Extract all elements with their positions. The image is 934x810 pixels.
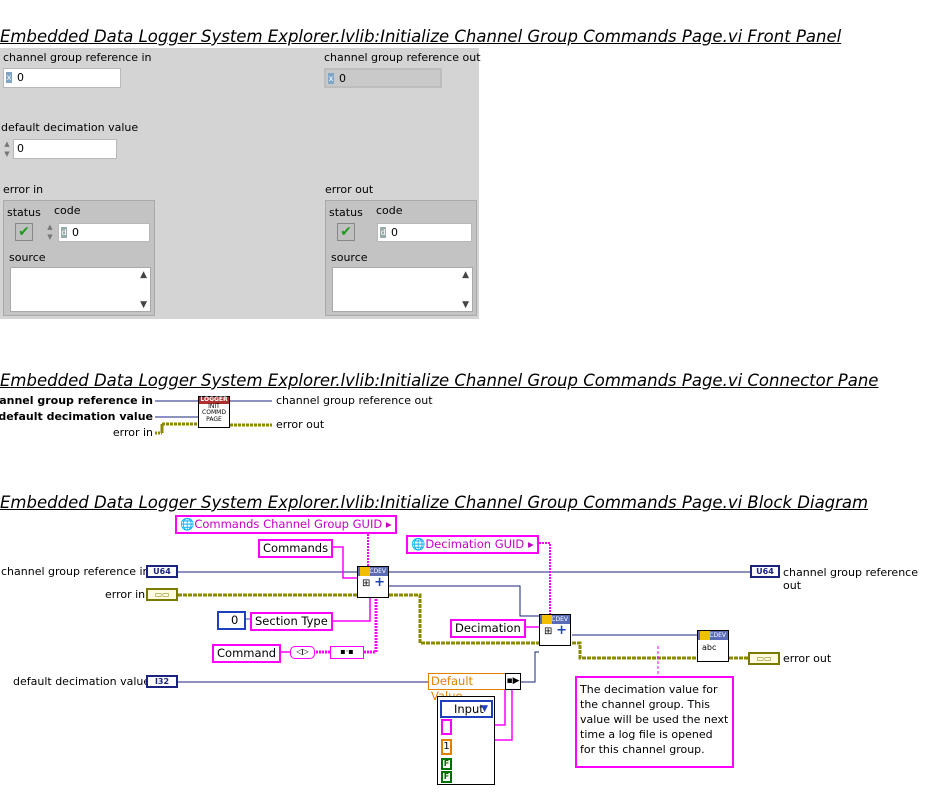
cp-output-1: channel group reference out xyxy=(276,394,433,407)
enum-value: Input xyxy=(454,702,484,716)
format-icon: ◁▷ xyxy=(290,646,315,659)
empty-string-const[interactable] xyxy=(441,719,452,735)
globe-icon: 🌐 xyxy=(411,537,426,551)
error-in-label: error in xyxy=(3,183,44,196)
error-in-status-checkbox[interactable]: ✔ xyxy=(15,223,33,241)
bd-chan-in-terminal[interactable]: U64 xyxy=(146,565,178,578)
plus-icon: + xyxy=(556,623,567,638)
error-in-code-value: 0 xyxy=(72,226,79,239)
icon-line-2: INIT xyxy=(208,402,220,410)
input-cluster: Input ▼ 1 F F xyxy=(437,696,495,785)
input-enum[interactable]: Input ▼ xyxy=(440,700,493,718)
dropdown-arrow-icon: ▼ xyxy=(481,704,488,714)
decimation-guid-const[interactable]: 🌐Decimation GUID ▸ xyxy=(406,535,539,554)
bd-error-in-terminal[interactable]: ▭▭ xyxy=(146,588,178,601)
default-value-node[interactable]: Default Value xyxy=(428,673,506,703)
error-in-status-label: status xyxy=(7,206,41,219)
channel-out-value: 0 xyxy=(339,72,346,85)
commands-const[interactable]: Commands xyxy=(258,539,334,558)
bd-default-dec-terminal[interactable]: I32 xyxy=(146,675,178,688)
channel-in-control[interactable]: x 0 xyxy=(3,68,121,88)
decimation-value: 0 xyxy=(17,142,24,155)
decimation-const[interactable]: Decimation xyxy=(450,619,526,638)
decimation-comment: The decimation value for the channel gro… xyxy=(575,676,734,768)
add-command-subvi-2[interactable]: CDEV ⊞ + xyxy=(539,614,571,646)
icon-line-1: LOGGER xyxy=(199,396,229,404)
bd-error-in-label: error in xyxy=(105,588,146,601)
error-out-code-indicator: d 0 xyxy=(377,223,472,242)
cp-output-2: error out xyxy=(276,418,325,431)
scroll-up-icon[interactable]: ▲ xyxy=(140,270,147,280)
section-type-num-const[interactable]: 0 xyxy=(217,611,246,630)
one-const[interactable]: 1 xyxy=(441,739,452,755)
cp-input-3: error in xyxy=(112,426,153,439)
decimation-input[interactable]: 0 xyxy=(13,139,117,159)
tree-icon: ⊞ xyxy=(544,626,553,637)
commands-guid-const[interactable]: 🌐Commands Channel Group GUID ▸ xyxy=(175,515,397,534)
channel-in-label: channel group reference in xyxy=(3,51,152,64)
abc-text: abc xyxy=(702,643,717,652)
connector-icon: LOGGER INIT COMMD PAGE xyxy=(198,396,230,428)
icon-line-3: COMMD xyxy=(202,409,226,416)
cp-input-2: default decimation value xyxy=(0,410,153,423)
tree-icon: ⊞ xyxy=(362,578,371,589)
error-out-source-label: source xyxy=(331,251,368,264)
connector-pane-title: Embedded Data Logger System Explorer.lvl… xyxy=(0,371,879,390)
error-out-code-value: 0 xyxy=(391,226,398,239)
bd-error-out-terminal[interactable]: ▭▭ xyxy=(748,652,780,665)
set-default-subvi[interactable]: CDEV abc xyxy=(697,630,729,662)
subvi-header: CDEV xyxy=(358,567,388,576)
error-out-status-label: status xyxy=(329,206,363,219)
error-out-cluster: status code ✔ d 0 source ▲ ▼ xyxy=(325,200,477,316)
channel-out-indicator: x 0 xyxy=(324,68,442,88)
block-diagram-title: Embedded Data Logger System Explorer.lvl… xyxy=(0,493,869,512)
globe-icon: 🌐 xyxy=(180,517,195,531)
i32-icon: d xyxy=(61,227,67,238)
decimation-spinner[interactable]: ▲▼ xyxy=(4,140,10,158)
error-in-code-spinner[interactable]: ▲▼ xyxy=(47,223,53,241)
bd-chan-out-terminal[interactable]: U64 xyxy=(750,565,780,578)
channel-out-label: channel group reference out xyxy=(324,51,481,64)
decimation-label: default decimation value xyxy=(1,121,139,134)
bd-chan-in-label: channel group reference in xyxy=(1,565,150,578)
connector-wires xyxy=(155,400,272,435)
error-in-code-label: code xyxy=(54,204,81,217)
refnum-icon: x xyxy=(6,72,12,83)
front-panel: channel group reference in x 0 channel g… xyxy=(0,48,481,319)
channel-in-value: 0 xyxy=(17,71,24,84)
error-out-status-led: ✔ xyxy=(337,223,355,241)
bd-chan-out-label: channel group reference out xyxy=(783,566,918,592)
error-out-source-indicator: ▲ ▼ xyxy=(332,267,473,312)
command-const[interactable]: Command xyxy=(212,644,282,663)
scroll-down-icon[interactable]: ▼ xyxy=(140,300,147,310)
commands-guid-text: Commands Channel Group GUID xyxy=(194,517,383,531)
error-in-cluster: status code ✔ ▲▼ d 0 source ▲ ▼ xyxy=(3,200,155,316)
bd-default-dec-label: default decimation value xyxy=(13,675,151,688)
refnum-icon: x xyxy=(328,73,334,84)
error-out-code-label: code xyxy=(376,204,403,217)
plus-icon: + xyxy=(374,575,385,590)
icon-line-4: PAGE xyxy=(206,415,222,423)
front-panel-title: Embedded Data Logger System Explorer.lvl… xyxy=(0,27,842,46)
scroll-up-icon[interactable]: ▲ xyxy=(462,270,469,280)
error-in-source-input[interactable]: ▲ ▼ xyxy=(10,267,151,312)
false-const-2[interactable]: F xyxy=(441,771,452,783)
cp-input-1: channel group reference in xyxy=(0,394,153,407)
false-const-1[interactable]: F xyxy=(441,758,452,770)
i32-icon: d xyxy=(380,227,386,238)
bd-error-out-label: error out xyxy=(783,652,832,665)
subvi-header: CDEV xyxy=(698,631,728,640)
decimation-guid-text: Decimation GUID xyxy=(425,537,525,551)
error-in-source-label: source xyxy=(9,251,46,264)
add-command-subvi-1[interactable]: CDEV ⊞ + xyxy=(357,566,389,598)
error-out-label: error out xyxy=(325,183,374,196)
scroll-down-icon[interactable]: ▼ xyxy=(462,300,469,310)
bundle-icon: ▪▶ xyxy=(505,673,521,690)
subvi-header: CDEV xyxy=(540,615,570,624)
concat-icon: ▪·▪ xyxy=(330,646,364,659)
error-in-code-input[interactable]: d 0 xyxy=(58,223,150,242)
section-type-const[interactable]: Section Type xyxy=(250,612,333,631)
